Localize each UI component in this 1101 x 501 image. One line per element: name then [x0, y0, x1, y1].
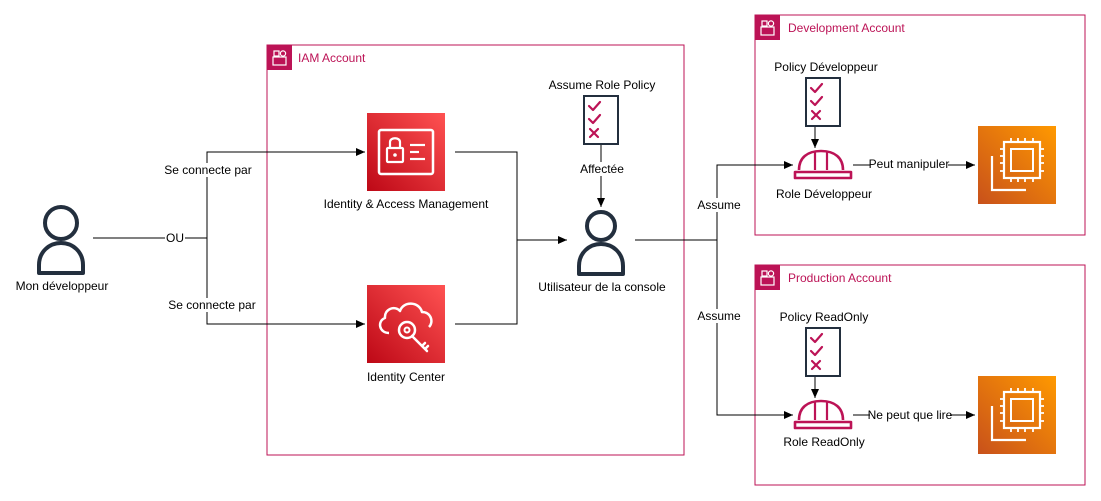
assigned-label: Affectée [580, 162, 624, 176]
assume-role-policy-node: Assume Role Policy [549, 78, 656, 145]
identity-center-node: Identity Center [367, 285, 445, 384]
role-helmet-icon [793, 399, 853, 430]
ro-role-label: Role ReadOnly [783, 435, 864, 449]
assume-readonly-role-arrow [716, 240, 793, 419]
developer-node: Mon développeur [16, 205, 109, 293]
iam-to-console-user-arrow [455, 151, 567, 244]
iam-id-card-icon [367, 113, 445, 191]
development-account-title: Development Account [788, 21, 905, 35]
ro-policy-node: Policy ReadOnly [780, 310, 869, 377]
policy-checklist-icon [805, 77, 841, 127]
connect-to-identity-center-arrow [206, 238, 365, 328]
role-helmet-icon [793, 149, 853, 180]
iam-account-group: IAM Account [266, 44, 685, 456]
ro-role-node: Role ReadOnly [783, 399, 865, 449]
identity-center-to-console-user-line [455, 240, 518, 325]
development-account-group: Development Account [754, 14, 1086, 236]
prod-compute-node [978, 376, 1056, 454]
identity-center-label: Identity Center [367, 370, 445, 384]
connect-to-iam-arrow [206, 148, 365, 238]
dev-compute-node [978, 126, 1056, 204]
read-only-label: Ne peut que lire [868, 408, 953, 422]
or-label: OU [166, 231, 184, 245]
production-account-group: Production Account [754, 264, 1086, 486]
ro-policy-label: Policy ReadOnly [780, 310, 869, 324]
ec2-chip-icon [978, 126, 1056, 204]
iam-service-label: Identity & Access Management [324, 197, 489, 211]
user-icon [577, 210, 625, 276]
assume-role-policy-label: Assume Role Policy [549, 78, 656, 92]
edge-labels: OU Se connecte par Se connecte par Affec… [164, 157, 953, 422]
policy-checklist-icon [805, 327, 841, 377]
dev-role-label: Role Développeur [776, 187, 872, 201]
assume-prod-label: Assume [697, 309, 741, 323]
iam-account-title: IAM Account [298, 51, 366, 65]
policy-checklist-icon [583, 95, 619, 145]
account-group-icon [755, 15, 780, 40]
developer-label: Mon développeur [16, 279, 109, 293]
dev-policy-node: Policy Développeur [774, 60, 878, 127]
dev-role-node: Role Développeur [776, 149, 872, 201]
console-user-label: Utilisateur de la console [538, 280, 666, 294]
can-manipulate-label: Peut manipuler [869, 157, 950, 171]
iam-service-node: Identity & Access Management [324, 113, 489, 211]
connects-bottom-label: Se connecte par [168, 298, 255, 312]
account-group-icon [755, 265, 780, 290]
connects-top-label: Se connecte par [164, 163, 251, 177]
dev-policy-label: Policy Développeur [774, 60, 877, 74]
assume-dev-label: Assume [697, 198, 741, 212]
ec2-chip-icon [978, 376, 1056, 454]
production-account-title: Production Account [788, 271, 892, 285]
console-user-node: Utilisateur de la console [538, 210, 666, 294]
user-icon [37, 205, 85, 275]
account-group-icon [267, 45, 292, 70]
cloud-key-icon [367, 285, 445, 363]
